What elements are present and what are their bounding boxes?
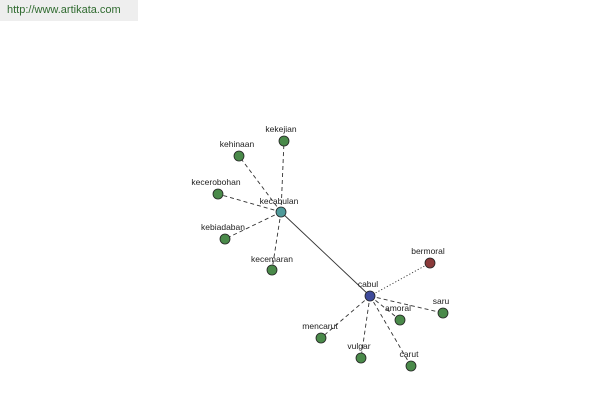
node-circle-kehinaan[interactable] [233, 150, 245, 162]
node-circle-cabul[interactable] [364, 290, 376, 302]
edge-kecabulan-kebiadaban [224, 211, 282, 240]
edge-kecabulan-kehinaan [238, 155, 282, 213]
node-label-mencarut[interactable]: mencarut [302, 321, 338, 331]
edge-cabul-mencarut [320, 295, 371, 339]
edge-kecabulan-cabul [280, 211, 371, 297]
edge-kecabulan-kecemaran [271, 211, 282, 271]
node-label-amoral[interactable]: amoral [385, 303, 411, 313]
node-label-saru[interactable]: saru [433, 296, 450, 306]
node-mencarut[interactable]: mencarut [302, 321, 338, 344]
edge-kecabulan-kekejian [280, 140, 285, 213]
node-kebiadaban[interactable]: kebiadaban [201, 222, 245, 245]
node-amoral[interactable]: amoral [385, 303, 411, 326]
node-label-cabul[interactable]: cabul [358, 279, 378, 289]
edge-kecabulan-kecerobohan [217, 193, 282, 213]
node-circle-vulgar[interactable] [355, 352, 367, 364]
edge-cabul-bermoral [369, 262, 431, 297]
edge-cabul-vulgar [360, 295, 371, 359]
node-label-kebiadaban[interactable]: kebiadaban [201, 222, 245, 232]
node-circle-kekejian[interactable] [278, 135, 290, 147]
node-kekejian[interactable]: kekejian [265, 124, 297, 147]
node-circle-kebiadaban[interactable] [219, 233, 231, 245]
node-circle-bermoral[interactable] [424, 257, 436, 269]
node-circle-saru[interactable] [437, 307, 449, 319]
node-circle-amoral[interactable] [394, 314, 406, 326]
node-label-kehinaan[interactable]: kehinaan [220, 139, 255, 149]
node-label-kecemaran[interactable]: kecemaran [251, 254, 293, 264]
node-label-kecerobohan[interactable]: kecerobohan [191, 177, 240, 187]
edges-layer [217, 140, 444, 367]
node-cabul[interactable]: cabul [358, 279, 378, 302]
node-kecerobohan[interactable]: kecerobohan [191, 177, 241, 200]
node-label-bermoral[interactable]: bermoral [411, 246, 445, 256]
node-label-kekejian[interactable]: kekejian [265, 124, 296, 134]
node-bermoral[interactable]: bermoral [411, 246, 445, 269]
node-circle-kecemaran[interactable] [266, 264, 278, 276]
node-circle-mencarut[interactable] [315, 332, 327, 344]
node-kecemaran[interactable]: kecemaran [251, 254, 293, 276]
node-saru[interactable]: saru [433, 296, 450, 319]
nodes-layer: kecabulan cabul kekejian kehinaan keceroboha… [191, 124, 450, 372]
node-label-vulgar[interactable]: vulgar [347, 341, 370, 351]
node-kecabulan[interactable]: kecabulan [260, 196, 299, 218]
node-label-carut[interactable]: carut [400, 349, 420, 359]
edge-cabul-saru [369, 295, 444, 314]
node-circle-kecabulan[interactable] [275, 206, 287, 218]
node-label-kecabulan[interactable]: kecabulan [260, 196, 299, 206]
node-kehinaan[interactable]: kehinaan [220, 139, 255, 162]
watermark-url: http://www.artikata.com [0, 0, 138, 21]
node-circle-kecerobohan[interactable] [212, 188, 224, 200]
node-circle-carut[interactable] [405, 360, 417, 372]
node-carut[interactable]: carut [400, 349, 420, 372]
node-vulgar[interactable]: vulgar [347, 341, 371, 364]
